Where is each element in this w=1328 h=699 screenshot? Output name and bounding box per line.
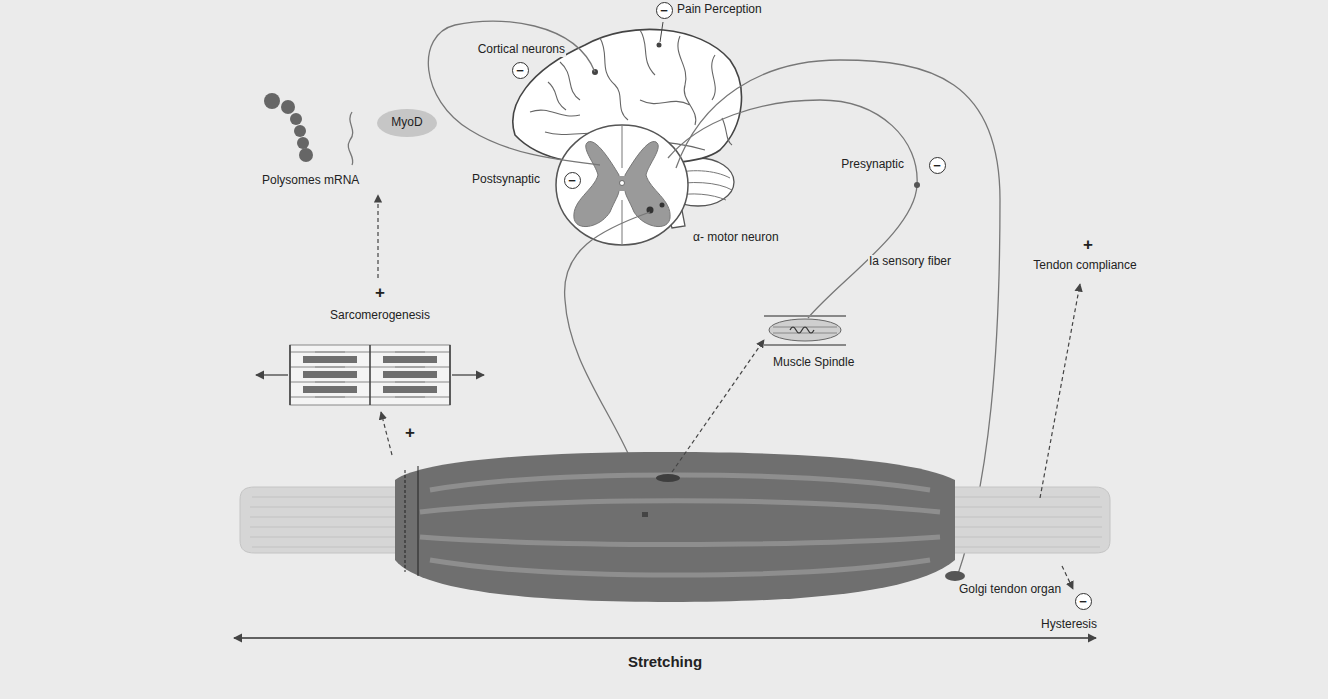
motor-neuron-body: [660, 203, 665, 208]
effect-label: Postsynaptic: [471, 173, 541, 187]
node-content: −: [568, 174, 576, 187]
grey-commissure: [617, 176, 627, 191]
ribosome: [281, 100, 295, 114]
thick-filament: [303, 386, 357, 393]
increase-sign: +: [374, 284, 386, 301]
node-text: MyoD: [391, 116, 422, 130]
mrna-strand: [348, 112, 353, 165]
pain-leader: [660, 22, 663, 42]
section-line: [405, 470, 406, 572]
spinal-cord: [556, 125, 688, 245]
effect-label: Presynaptic: [840, 158, 905, 172]
sarcomere: [256, 345, 484, 405]
annulospiral-ending: [790, 327, 814, 333]
ribosome: [299, 148, 313, 162]
thick-filament: [383, 386, 437, 393]
golgi-tendon-organ: [945, 571, 965, 581]
thick-filament: [303, 371, 357, 378]
effect-label: Pain Perception: [676, 3, 763, 17]
ribosome: [294, 125, 306, 137]
muscle-belly: [395, 452, 955, 602]
thick-filament: [383, 371, 437, 378]
section-line: [418, 466, 419, 576]
part-label: Muscle Spindle: [772, 356, 855, 370]
inhibition-sign: −: [512, 62, 529, 79]
ribosome: [297, 137, 309, 149]
motor-endplate: [642, 512, 648, 517]
presynaptic-terminal: [914, 182, 920, 188]
grey-matter: [574, 142, 619, 227]
effect-arrow: [1040, 284, 1080, 498]
thick-filament: [303, 356, 357, 363]
grey-matter: [625, 142, 670, 227]
intrafusal-fibers: [773, 327, 837, 333]
node-text: −: [660, 4, 668, 17]
effect-label: Cortical neurons: [477, 43, 566, 57]
effect-label: Sarcomerogenesis: [329, 309, 431, 323]
node-text: −: [1079, 595, 1087, 608]
median-fissure: [622, 200, 623, 244]
spindle-capsule: [769, 319, 841, 341]
node-content: −: [933, 159, 941, 172]
effect-arrow: [381, 412, 392, 455]
ia-sensory-fiber: [668, 100, 917, 318]
node-content: −: [516, 64, 524, 77]
part-label: α- motor neuron: [692, 231, 780, 245]
node-content: −: [660, 4, 668, 17]
node-text: −: [516, 64, 524, 77]
pull-arrow: [452, 374, 484, 375]
node-content: MyoD: [391, 116, 422, 130]
effect-arrows: [378, 195, 1080, 589]
increase-sign: +: [404, 424, 416, 441]
stretch-arrow: [234, 637, 1096, 638]
muscle: [240, 452, 1110, 602]
inhibition-sign: −: [929, 157, 946, 174]
central-canal: [620, 181, 625, 186]
node-text: −: [933, 159, 941, 172]
part-label: Polysomes mRNA: [261, 174, 360, 188]
axis-label: Stretching: [627, 653, 703, 670]
effect-arrow: [1062, 566, 1073, 589]
protein-ellipse: MyoD: [377, 109, 437, 137]
pain-site: [657, 43, 662, 48]
sarcomere-ground: [290, 345, 450, 405]
muscle-spindle: [656, 474, 680, 482]
muscle-fibres: [420, 475, 940, 575]
descending-pathway: [428, 21, 600, 165]
ribosome: [264, 93, 280, 109]
pull-arrow: [256, 374, 288, 375]
effect-label: Hysteresis: [1040, 618, 1098, 632]
muscle-spindle-detail: [764, 316, 846, 345]
inhibition-sign: −: [1075, 593, 1092, 610]
effect-label: Tendon compliance: [1032, 259, 1137, 273]
part-label: Golgi tendon organ: [958, 583, 1062, 597]
increase-sign: +: [1082, 236, 1094, 253]
median-sulcus: [622, 126, 623, 168]
node-text: −: [568, 174, 576, 187]
extrafusal-fiber: [764, 315, 846, 317]
z-lines: [290, 345, 450, 405]
part-label: Ia sensory fiber: [868, 255, 952, 269]
spinal-cord-section: [556, 125, 688, 245]
polysomes: [264, 93, 313, 162]
node-content: −: [1079, 595, 1087, 608]
inhibition-sign: −: [564, 172, 581, 189]
effect-arrow: [672, 340, 764, 472]
ribosome: [290, 113, 302, 125]
effect-arrow: [377, 195, 378, 278]
extrafusal-fiber: [764, 344, 846, 346]
inhibition-sign: −: [656, 2, 673, 19]
thick-filament: [383, 356, 437, 363]
